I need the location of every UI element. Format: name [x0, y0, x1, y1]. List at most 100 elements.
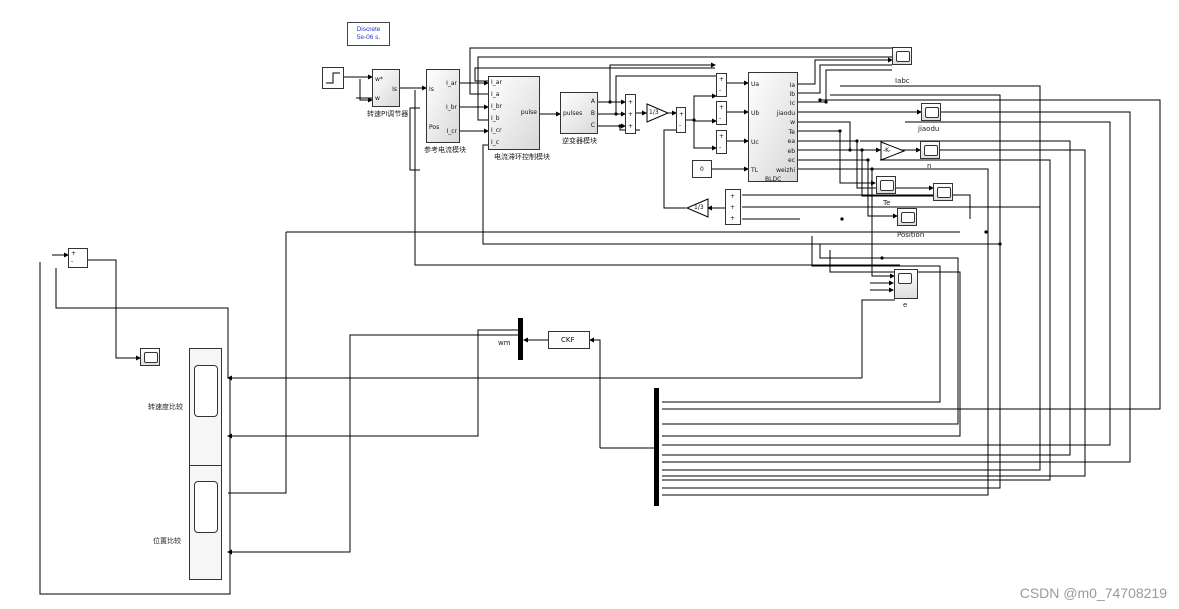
bldc-out6-label: Te: [788, 129, 795, 136]
bldc-out4-label: jiaodu: [776, 110, 795, 117]
plus-icon: +: [730, 204, 736, 211]
scope-position-label: Position: [897, 231, 925, 239]
plus-icon: +: [719, 76, 725, 83]
gain-1-3-text: 1/3: [649, 109, 659, 116]
position-compare-label: 位置比较: [153, 537, 181, 545]
sum-ua-block[interactable]: + -: [716, 73, 727, 97]
pi-block-label: 转速PI调节器: [367, 110, 409, 118]
inv-in-label: pulses: [563, 110, 583, 117]
step-source-block[interactable]: [322, 67, 344, 89]
plus-icon: +: [730, 215, 736, 222]
bldc-in3-label: Uc: [751, 139, 759, 146]
watermark-text: CSDN @m0_74708219: [1019, 585, 1167, 601]
wm-label: wm: [498, 339, 511, 347]
speed-compare-label: 转速度比较: [148, 403, 183, 411]
sum-abc-block[interactable]: + + +: [625, 94, 636, 134]
sum-mid-block[interactable]: + -: [676, 107, 686, 133]
gain-k-text: -K-: [883, 147, 891, 154]
minus-icon: -: [71, 258, 74, 265]
ref-out2-label: I_br: [445, 104, 457, 111]
bldc-out7-label: ea: [787, 138, 795, 145]
bldc-out9-label: ec: [788, 157, 795, 164]
scope-te-label: Te: [883, 199, 891, 207]
scope-jiaodu[interactable]: [921, 103, 941, 121]
bldc-in1-label: Ua: [751, 81, 760, 88]
bldc-out3-label: Ic: [789, 100, 795, 107]
inv-out1-label: A: [590, 98, 595, 105]
reference-current-block[interactable]: Is Pos I_ar I_br I_cr: [426, 69, 460, 143]
sum-uc-block[interactable]: + -: [716, 130, 727, 154]
scope-n[interactable]: [920, 141, 940, 159]
demux-wm-bar[interactable]: [518, 318, 523, 360]
hyst-in5-label: I_cr: [491, 127, 502, 134]
pi-out-label: Is: [392, 86, 397, 93]
hyst-in4-label: I_b: [491, 115, 500, 122]
comparison-scope-block[interactable]: [189, 348, 222, 580]
comparison-scope-screen-1: [194, 365, 218, 417]
minus-icon: -: [719, 87, 722, 94]
scope-position[interactable]: [897, 208, 917, 226]
scope-iabc[interactable]: [892, 47, 912, 65]
scope-iabc-label: Iabc: [895, 77, 910, 85]
sum-ub-block[interactable]: + -: [716, 101, 727, 125]
constant-zero-block[interactable]: 0: [692, 160, 712, 178]
scope-te[interactable]: [876, 176, 896, 194]
gain-1-3-block[interactable]: [646, 103, 670, 123]
plus-icon: +: [719, 104, 725, 111]
comparison-scope-divider: [190, 465, 221, 466]
speed-pi-controller-block[interactable]: w* w Is: [372, 69, 400, 107]
hyst-in6-label: I_c: [491, 139, 500, 146]
gain-k-block[interactable]: [880, 141, 906, 161]
ref-block-label: 参考电流模块: [424, 146, 466, 154]
plus-icon: +: [71, 250, 77, 257]
plus-icon: +: [628, 99, 634, 106]
bldc-name-label: BLDC: [765, 176, 782, 183]
sum-emf-block[interactable]: + + +: [725, 189, 741, 225]
inv-out2-label: B: [590, 110, 595, 117]
discrete-line2: 5e-06 s.: [356, 34, 381, 41]
pi-in1-label: w*: [375, 76, 383, 83]
gain-1-3-lower-block[interactable]: [686, 198, 710, 218]
scope-unlabeled[interactable]: [933, 183, 953, 201]
plus-icon: +: [628, 123, 634, 130]
hyst-out-label: pulse: [520, 109, 537, 116]
plus-icon: +: [628, 111, 634, 118]
bldc-out1-label: Ia: [789, 82, 795, 89]
minus-icon: -: [679, 122, 682, 129]
hyst-in2-label: I_a: [491, 91, 500, 98]
bldc-out8-label: eb: [787, 148, 796, 155]
ref-out1-label: I_ar: [446, 80, 457, 87]
bldc-motor-block[interactable]: Ua Ub Uc TL Ia Ib Ic jiaodu w Te ea eb e…: [748, 72, 798, 183]
inv-out3-label: C: [590, 122, 595, 129]
discrete-solver-block[interactable]: Discrete 5e-06 s.: [347, 22, 390, 46]
hyst-in3-label: I_br: [491, 103, 503, 110]
ckf-block[interactable]: CKF: [548, 331, 590, 349]
bldc-out10-label: weizhi: [776, 167, 795, 174]
bldc-in2-label: Ub: [751, 110, 760, 117]
gain-1-3-lower-text: 1/3: [694, 204, 704, 211]
bldc-out2-label: Ib: [789, 91, 795, 98]
plus-icon: +: [730, 193, 736, 200]
bldc-in4-label: TL: [751, 167, 759, 174]
pi-in2-label: w: [375, 95, 380, 102]
minus-icon: -: [719, 115, 722, 122]
ref-in1-label: Is: [429, 86, 434, 93]
hyst-in1-label: I_ar: [491, 79, 502, 86]
mux-signals-bar[interactable]: [654, 388, 659, 506]
ref-out3-label: I_cr: [446, 128, 457, 135]
scope-left[interactable]: [140, 348, 160, 366]
plus-icon: +: [719, 133, 725, 140]
inverter-block[interactable]: pulses A B C: [560, 92, 598, 134]
sum-left-block[interactable]: + -: [68, 248, 88, 268]
ckf-text: CKF: [561, 336, 575, 344]
scope-e[interactable]: [894, 269, 918, 299]
step-icon: [326, 72, 340, 84]
hysteresis-current-block[interactable]: I_ar I_a I_br I_b I_cr I_c pulse: [488, 76, 540, 150]
hyst-block-label: 电流滞环控制模块: [494, 153, 550, 161]
ref-in2-label: Pos: [429, 124, 440, 131]
constant-zero-text: 0: [700, 166, 704, 173]
comparison-scope-screen-2: [194, 481, 218, 533]
scope-jiaodu-label: jiaodu: [918, 125, 940, 133]
inv-block-label: 逆变器模块: [562, 137, 597, 145]
